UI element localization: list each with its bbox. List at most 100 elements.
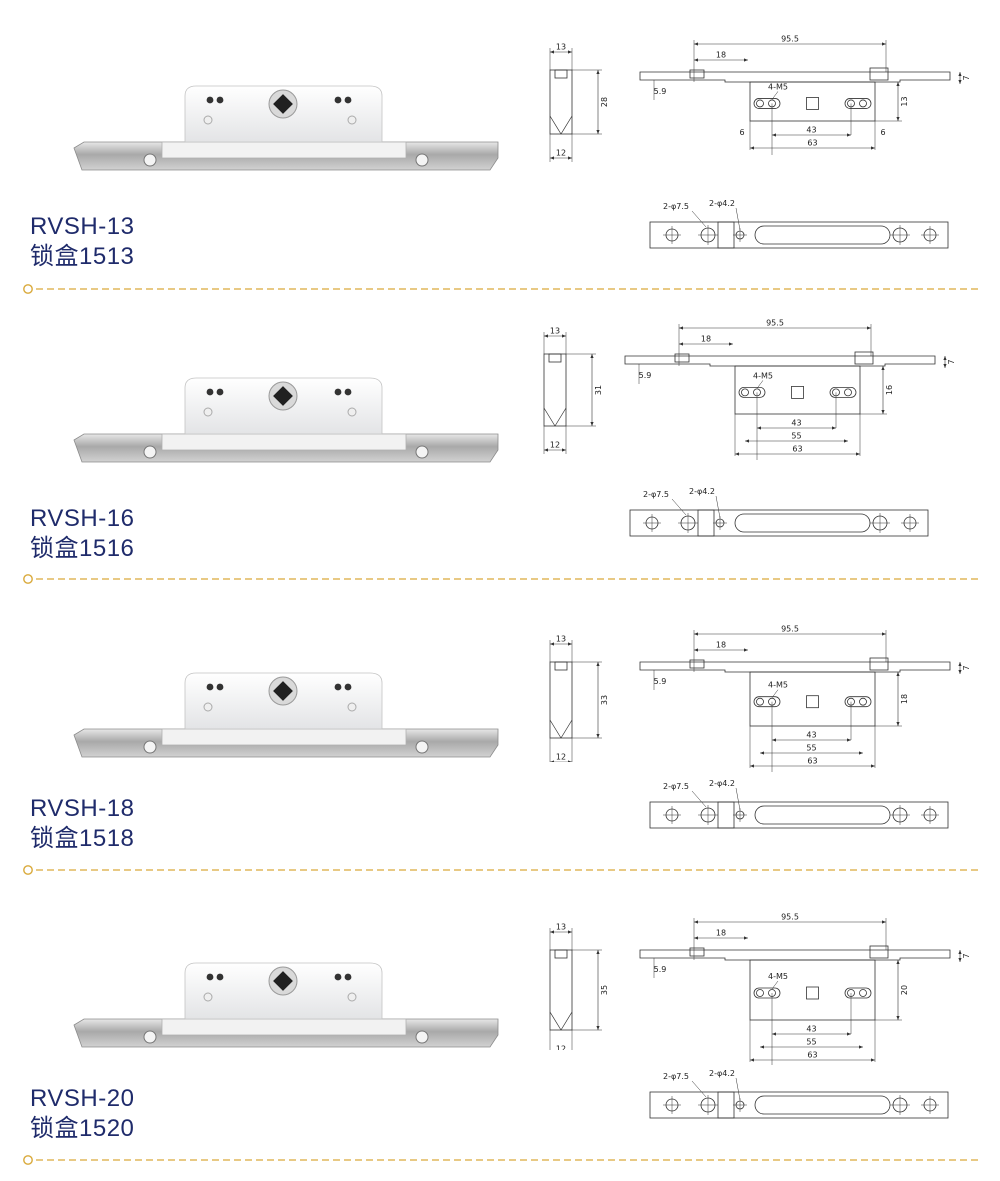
- side-tab: [554, 69, 568, 79]
- case-outline: [749, 959, 876, 1021]
- side-profile: [549, 69, 573, 135]
- screw-hole: [344, 973, 352, 981]
- section-divider: [23, 865, 978, 875]
- mounting-hole: [415, 1030, 429, 1044]
- total-width-label: 63: [807, 139, 817, 148]
- leader-line: [691, 1080, 707, 1098]
- screw-hole: [216, 388, 224, 396]
- plate-step: [674, 353, 690, 363]
- rivet: [347, 702, 357, 712]
- mid-label: 55: [806, 744, 816, 753]
- rail: [161, 141, 407, 159]
- model-code: RVSH-16: [30, 505, 135, 532]
- case-depth-label: 18: [900, 694, 909, 704]
- screw-hole: [334, 683, 342, 691]
- case-depth-label: 16: [885, 385, 894, 395]
- screw-hole: [334, 388, 342, 396]
- section-divider: [23, 574, 978, 584]
- side-offset-label: 6: [739, 128, 744, 137]
- slot-opening: [734, 513, 871, 533]
- side-tab: [554, 949, 568, 959]
- side-width-label: 13: [556, 923, 566, 932]
- thickness-label: 7: [962, 665, 971, 670]
- mounting-hole: [143, 1030, 157, 1044]
- edge-label: 5.9: [654, 965, 667, 974]
- model-label: RVSH-13 锁盒1513: [30, 212, 134, 272]
- pitch-label: 43: [806, 126, 816, 135]
- overall-length-label: 95.5: [781, 625, 799, 634]
- plate-step: [869, 657, 889, 671]
- edge-label: 5.9: [654, 677, 667, 686]
- bevel-line: [560, 115, 573, 135]
- dimension-arrow: [958, 950, 962, 962]
- bracket: [697, 509, 715, 537]
- leader-line: [691, 790, 707, 808]
- divider-circle-icon: [23, 1155, 33, 1165]
- spindle-square-icon: [273, 94, 293, 114]
- case-outline: [749, 671, 876, 727]
- leader-line: [756, 380, 764, 389]
- case-outline: [749, 81, 876, 122]
- screw-hole: [344, 388, 352, 396]
- divider-circle-icon: [23, 284, 33, 294]
- product-photo: [73, 962, 499, 1048]
- bracket: [717, 1091, 735, 1119]
- side-tab: [548, 353, 562, 363]
- bevel-line: [549, 719, 562, 739]
- model-label: RVSH-20 锁盒1520: [30, 1084, 134, 1144]
- divider-circle-icon: [23, 865, 33, 875]
- faceplate-bottom: [629, 509, 929, 537]
- model-chinese-name: 锁盒1518: [30, 825, 135, 852]
- side-bottom-label: 12: [550, 441, 560, 450]
- spindle-square-icon: [806, 695, 819, 709]
- screw-hole: [206, 388, 214, 396]
- offset-label: 18: [716, 51, 726, 60]
- dimension-arrow: [958, 662, 962, 674]
- dimension-arrow: [550, 760, 572, 762]
- thread-hole: [859, 989, 867, 997]
- mounting-hole: [143, 740, 157, 754]
- model-code: RVSH-20: [30, 1085, 135, 1112]
- screw-hole: [206, 96, 214, 104]
- plate-step: [869, 945, 889, 959]
- total-width-label: 63: [807, 757, 817, 766]
- hole-label: 2-φ7.5: [663, 202, 689, 211]
- leader-line: [715, 495, 721, 519]
- rivet: [347, 407, 357, 417]
- offset-label: 18: [716, 929, 726, 938]
- rivet: [347, 992, 357, 1002]
- product-photo: [73, 85, 499, 171]
- pitch-label: 43: [791, 419, 801, 428]
- overall-length-label: 95.5: [766, 319, 784, 328]
- thread-slot: [753, 98, 781, 109]
- bracket: [717, 801, 735, 829]
- thread-label: 4-M5: [768, 681, 788, 690]
- faceplate-outline: [639, 661, 951, 673]
- hole-label: 2-φ4.2: [709, 1069, 735, 1078]
- side-view-drawing: 13 33 12: [549, 635, 609, 762]
- leader-line: [771, 689, 779, 698]
- case-depth-label: 13: [900, 96, 909, 106]
- screw-hole: [344, 683, 352, 691]
- section-divider: [23, 284, 978, 294]
- thread-label: 4-M5: [753, 371, 773, 380]
- edge-label: 5.9: [639, 371, 652, 380]
- side-height-label: 35: [600, 985, 609, 995]
- bevel-line: [549, 1011, 562, 1031]
- side-height-label: 33: [600, 695, 609, 705]
- side-bottom-label: 12: [556, 753, 566, 762]
- section-divider: [23, 1155, 978, 1165]
- spindle-square-icon: [791, 386, 804, 399]
- plate-step: [869, 67, 889, 81]
- offset-label: 18: [716, 641, 726, 650]
- faceplate-outline: [639, 949, 951, 961]
- thread-label: 4-M5: [768, 82, 788, 91]
- thread-slot: [753, 987, 781, 999]
- leader-line: [735, 207, 741, 231]
- side-width-label: 13: [556, 635, 566, 644]
